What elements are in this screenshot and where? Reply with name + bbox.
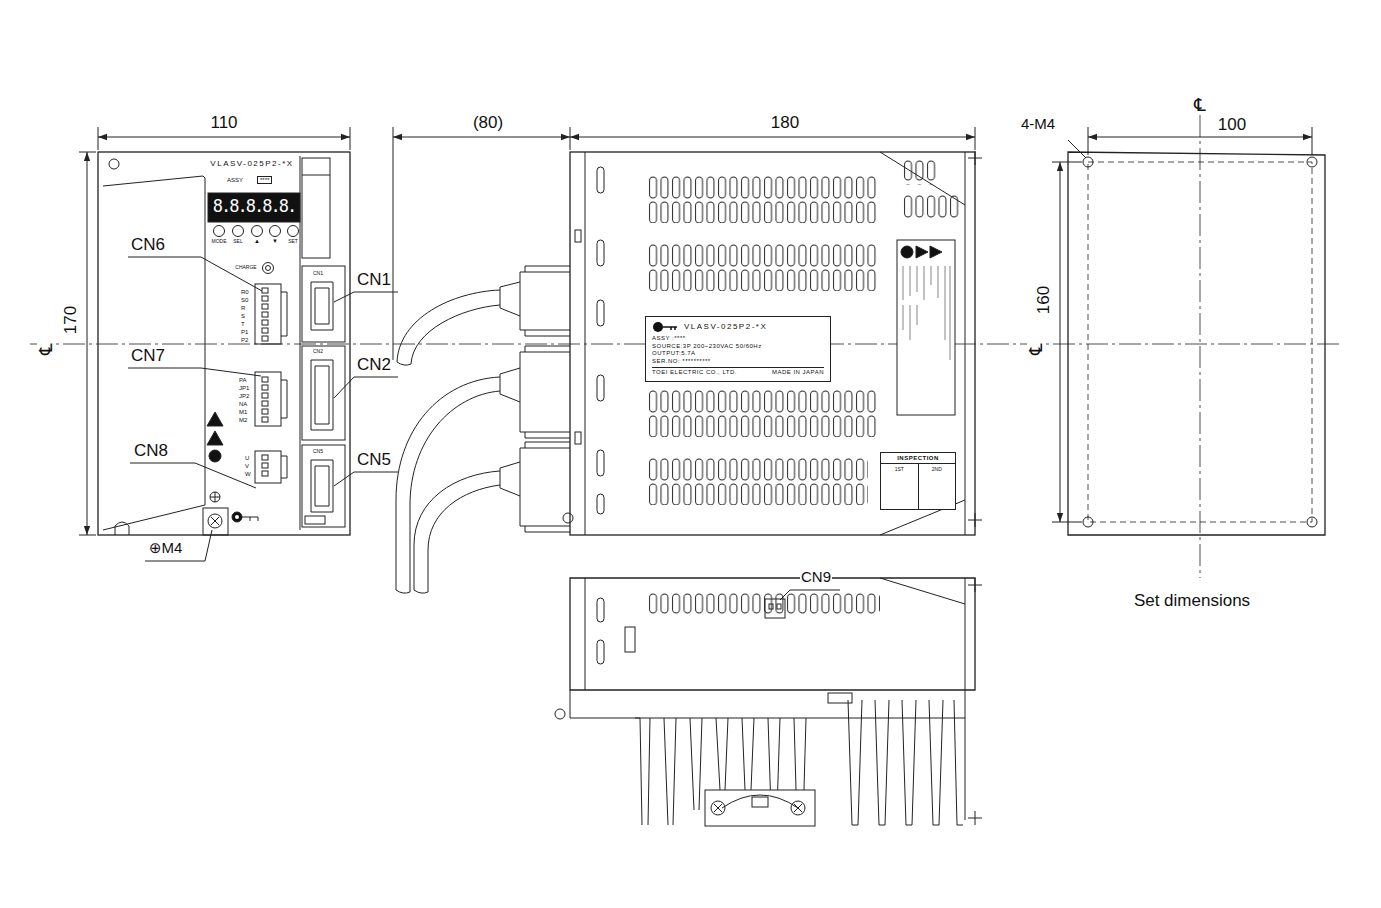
terminal-name: JP1: [238, 385, 250, 391]
terminal-name: T: [240, 321, 246, 327]
connector-callout: CN5: [356, 451, 392, 468]
centerline-mark: ℄: [1193, 96, 1207, 114]
ground-screw-callout: ⊕M4: [148, 540, 183, 555]
terminal-name: P1: [240, 329, 249, 335]
centerline-mark: ℄: [1027, 342, 1045, 356]
button-label: SET: [287, 239, 299, 244]
box-heading: VLASV-025P2-*X: [684, 322, 767, 332]
box-heading: INSPECTION: [881, 453, 955, 464]
terminal-name: NA: [238, 401, 248, 407]
connector-callout: CN9: [800, 569, 832, 584]
connector-callout: CN2: [356, 356, 392, 373]
box-text: TOEI ELECTRIC CO., LTD.: [652, 369, 737, 377]
panel-text: CHARGE: [234, 265, 257, 270]
terminal-name: P2: [240, 337, 249, 343]
centerline-mark: ℄: [37, 342, 55, 356]
connector-callout: CN8: [133, 442, 169, 459]
terminal-name: S: [240, 313, 246, 319]
terminal-name: R0: [240, 289, 250, 295]
dimension-value: 170: [62, 305, 79, 335]
terminal-name: S0: [240, 297, 249, 303]
panel-text: CN1: [312, 271, 324, 276]
model-name: VLASV-025P2-*X: [209, 160, 294, 168]
terminal-name: W: [244, 471, 252, 477]
display-digits: 8.8.8.8.8.: [213, 198, 295, 215]
button-label: ▲: [253, 238, 261, 244]
box-text: MADE IN JAPAN: [772, 369, 824, 377]
check-row: 1ST2ND: [881, 464, 955, 509]
hole-callout: 4-M4: [1020, 116, 1056, 131]
dimension-value: 100: [1217, 116, 1247, 133]
name-plate: VLASV-025P2-*X ASSY :****SOURCE:3P 200~23…: [645, 316, 831, 382]
dimension-value: 110: [209, 114, 238, 131]
box-text: ASSY :****: [652, 335, 824, 343]
box-text: SER.NO: **********: [652, 358, 824, 366]
terminal-name: U: [244, 455, 250, 461]
dimension-value: (80): [472, 114, 504, 131]
connector-callout: CN1: [356, 271, 392, 288]
view-caption: Set dimensions: [1133, 592, 1251, 609]
maker-logo: [652, 321, 678, 333]
connector-callout: CN6: [130, 236, 166, 253]
dimension-value: 180: [770, 114, 800, 131]
box-text: SOURCE:3P 200~230VAC 50/60Hz: [652, 343, 824, 351]
panel-text: CN2: [312, 349, 324, 354]
inspection-box: INSPECTION1ST2ND: [880, 452, 956, 510]
button-label: SEL: [232, 239, 243, 244]
terminal-name: JP2: [238, 393, 250, 399]
dimension-value: 160: [1035, 285, 1052, 315]
panel-text: ASSY: [226, 177, 244, 183]
panel-text: ****: [257, 176, 272, 184]
button-label: ▼: [271, 238, 279, 244]
plate-footer: TOEI ELECTRIC CO., LTD. MADE IN JAPAN: [652, 367, 824, 377]
terminal-name: M2: [238, 417, 248, 423]
terminal-name: V: [244, 463, 250, 469]
panel-text: CN5: [312, 449, 324, 454]
terminal-name: R: [240, 305, 246, 311]
connector-callout: CN7: [130, 347, 166, 364]
terminal-name: M1: [238, 409, 248, 415]
box-text: OUTPUT:5.7A: [652, 350, 824, 358]
button-label: MODE: [211, 239, 228, 244]
terminal-name: PA: [238, 377, 248, 383]
box-text: 1ST: [881, 464, 918, 509]
plate-heading-row: VLASV-025P2-*X: [652, 321, 824, 333]
box-text: 2ND: [918, 464, 956, 509]
